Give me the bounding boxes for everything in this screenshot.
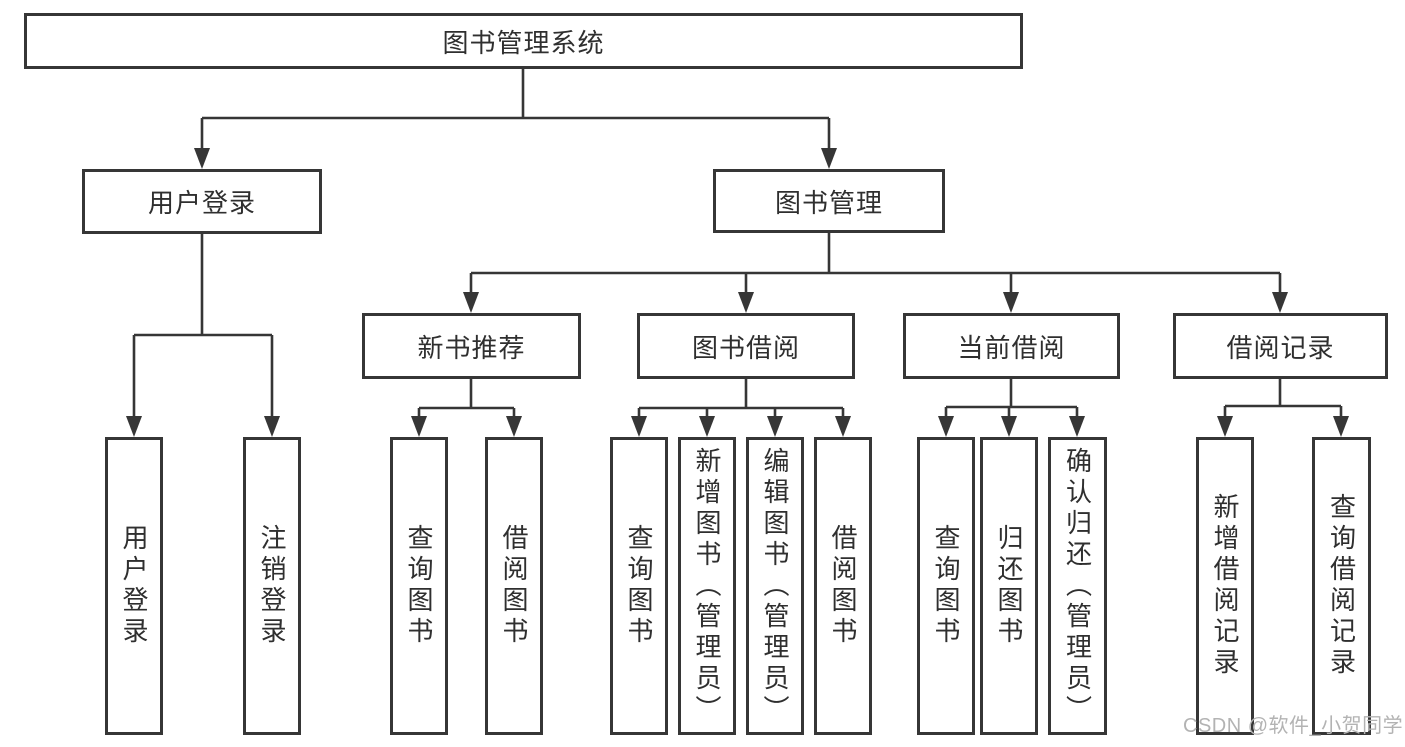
leaf-confirm-return-admin-label: 确认归还（管理员） xyxy=(1062,446,1093,726)
node-book-management: 图书管理 xyxy=(713,169,945,233)
node-root: 图书管理系统 xyxy=(24,13,1023,69)
csdn-watermark: CSDN @软件_小贺同学 xyxy=(1183,715,1404,737)
node-book-borrowing: 图书借阅 xyxy=(637,313,855,379)
leaf-borrowing-query-books-label: 查询图书 xyxy=(624,524,654,648)
arrowhead-icon-book-mgmt-to-level3-2 xyxy=(1003,292,1019,313)
leaf-current-query-books: 查询图书 xyxy=(917,437,975,735)
arrowhead-icon-root-to-level2-1 xyxy=(821,148,837,169)
node-user-login-label: 用户登录 xyxy=(147,188,256,218)
leaf-add-borrow-record-label: 新增借阅记录 xyxy=(1210,493,1240,679)
leaf-query-borrow-record: 查询借阅记录 xyxy=(1312,437,1371,735)
arrowhead-icon-cur-borrow-to-leaves-0 xyxy=(938,416,954,437)
node-book-management-label: 图书管理 xyxy=(774,187,883,218)
arrowhead-icon-borrow-rec-to-leaves-1 xyxy=(1333,416,1349,437)
arrowhead-icon-book-mgmt-to-level3-0 xyxy=(463,292,479,313)
leaf-recommend-borrow-books: 借阅图书 xyxy=(485,437,543,735)
arrowhead-icon-book-mgmt-to-level3-3 xyxy=(1272,292,1288,313)
leaf-return-books-label: 归还图书 xyxy=(994,524,1024,648)
node-current-borrowing: 当前借阅 xyxy=(903,313,1120,379)
leaf-recommend-query-books-label: 查询图书 xyxy=(404,524,434,648)
leaf-user-login-label: 用户登录 xyxy=(119,524,149,648)
node-new-book-recommend: 新书推荐 xyxy=(362,313,581,379)
leaf-query-borrow-record-label: 查询借阅记录 xyxy=(1326,493,1357,679)
leaf-recommend-query-books: 查询图书 xyxy=(390,437,448,735)
node-borrowing-records-label: 借阅记录 xyxy=(1226,332,1335,363)
node-user-login: 用户登录 xyxy=(82,169,322,234)
arrowhead-icon-book-borrow-to-leaves-1 xyxy=(699,416,715,437)
arrowhead-icon-book-mgmt-to-level3-1 xyxy=(738,292,754,313)
leaf-add-books-admin-label: 新增图书（管理员） xyxy=(692,446,722,726)
leaf-current-query-books-label: 查询图书 xyxy=(931,524,961,648)
arrowhead-icon-borrow-rec-to-leaves-0 xyxy=(1217,416,1233,437)
leaf-borrow-books: 借阅图书 xyxy=(814,437,872,735)
leaf-edit-books-admin: 编辑图书（管理员） xyxy=(746,437,804,735)
arrowhead-icon-new-rec-to-leaves-1 xyxy=(506,416,522,437)
leaf-add-borrow-record: 新增借阅记录 xyxy=(1196,437,1254,735)
node-book-borrowing-label: 图书借阅 xyxy=(691,332,800,363)
leaf-borrow-books-label: 借阅图书 xyxy=(828,524,858,648)
node-borrowing-records: 借阅记录 xyxy=(1173,313,1388,379)
leaf-logout: 注销登录 xyxy=(243,437,301,735)
leaf-edit-books-admin-label: 编辑图书（管理员） xyxy=(760,446,790,726)
arrowhead-icon-book-borrow-to-leaves-3 xyxy=(835,416,851,437)
arrowhead-icon-new-rec-to-leaves-0 xyxy=(411,416,427,437)
arrowhead-icon-root-to-level2-0 xyxy=(194,148,210,169)
node-new-book-recommend-label: 新书推荐 xyxy=(417,332,526,363)
leaf-logout-label: 注销登录 xyxy=(257,524,287,648)
leaf-add-books-admin: 新增图书（管理员） xyxy=(678,437,736,735)
node-current-borrowing-label: 当前借阅 xyxy=(957,332,1066,363)
arrowhead-icon-book-borrow-to-leaves-0 xyxy=(631,416,647,437)
arrowhead-icon-cur-borrow-to-leaves-2 xyxy=(1069,416,1085,437)
leaf-borrowing-query-books: 查询图书 xyxy=(610,437,668,735)
leaf-user-login: 用户登录 xyxy=(105,437,163,735)
arrowhead-icon-user-login-to-leaves-1 xyxy=(264,416,280,437)
arrowhead-icon-cur-borrow-to-leaves-1 xyxy=(1001,416,1017,437)
leaf-return-books: 归还图书 xyxy=(980,437,1038,735)
leaf-confirm-return-admin: 确认归还（管理员） xyxy=(1048,437,1107,735)
arrowhead-icon-book-borrow-to-leaves-2 xyxy=(767,416,783,437)
node-root-label: 图书管理系统 xyxy=(442,27,605,58)
arrowhead-icon-user-login-to-leaves-0 xyxy=(126,416,142,437)
leaf-recommend-borrow-books-label: 借阅图书 xyxy=(499,524,529,648)
